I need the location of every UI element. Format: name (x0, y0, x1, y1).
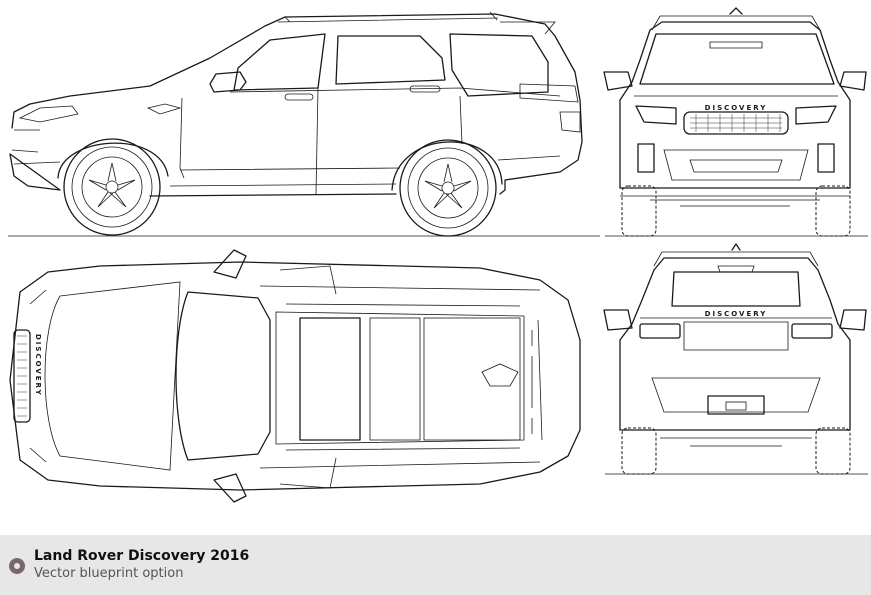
side-view (8, 11, 600, 237)
rear-badge: DISCOVERY (705, 310, 768, 318)
caption-subtitle: Vector blueprint option (34, 566, 184, 581)
front-view: DISCOVERY (603, 7, 868, 237)
hood-badge: DISCOVERY (34, 334, 42, 397)
rear-view: DISCOVERY (603, 243, 868, 475)
caption-title: Land Rover Discovery 2016 (34, 548, 250, 564)
circle-icon (9, 558, 25, 574)
top-view: DISCOVERY (9, 249, 581, 503)
front-badge: DISCOVERY (705, 104, 768, 112)
blueprint-drawing: DISCOVERY DISCOVERY (8, 7, 868, 503)
caption-bar: Land Rover Discovery 2016 Vector bluepri… (0, 535, 871, 595)
